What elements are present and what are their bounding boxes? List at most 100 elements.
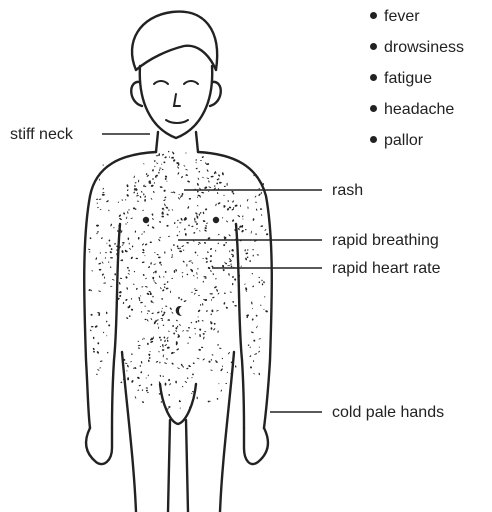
- rash-dot: [163, 209, 164, 210]
- rash-dot: [172, 325, 174, 327]
- rash-dot: [234, 204, 237, 207]
- rash-dot: [96, 233, 98, 235]
- rash-dot: [195, 290, 198, 291]
- rash-dot: [183, 165, 185, 167]
- rash-dot: [134, 271, 136, 273]
- rash-dot: [222, 358, 224, 360]
- rash-dot: [261, 192, 262, 195]
- rash-dot: [161, 319, 163, 321]
- rash-dot: [198, 295, 200, 297]
- rash-dot: [210, 313, 212, 315]
- rash-dot: [204, 229, 207, 232]
- rash-dot: [215, 250, 216, 252]
- rash-dot: [191, 291, 193, 293]
- rash-dot: [206, 310, 208, 312]
- rash-dot: [148, 359, 150, 362]
- rash-dot: [260, 208, 262, 210]
- rash-dot: [188, 261, 190, 263]
- rash-dot: [166, 358, 168, 360]
- rash-dot: [178, 297, 180, 300]
- rash-dot: [129, 248, 132, 250]
- rash-dot: [188, 224, 190, 226]
- symptom-item: fever: [370, 8, 464, 26]
- rash-dot: [205, 261, 208, 264]
- rash-dot: [120, 278, 123, 280]
- bullet-icon: [370, 74, 377, 81]
- rash-dot: [205, 299, 208, 301]
- body-outline: [84, 12, 272, 512]
- rash-dot: [205, 208, 208, 211]
- rash-dot: [175, 269, 177, 272]
- rash-dot: [249, 346, 251, 348]
- rash-dot: [224, 186, 226, 187]
- neck-left: [156, 132, 158, 152]
- rash-dot: [104, 276, 106, 279]
- rash-dot: [196, 396, 197, 399]
- rash-dot: [252, 249, 254, 251]
- rash-dot: [197, 316, 198, 317]
- right-eye: [184, 81, 198, 84]
- rash-dot: [194, 221, 197, 223]
- rash-dot: [253, 373, 255, 375]
- rash-dot: [171, 256, 173, 258]
- rash-dot: [174, 222, 176, 224]
- rash-dot: [134, 185, 136, 187]
- rash-dot: [229, 258, 232, 260]
- rash-dot: [197, 320, 199, 322]
- rash-dot: [220, 368, 223, 371]
- rash-dot: [164, 286, 166, 288]
- rash-dot: [181, 245, 184, 247]
- rash-dot: [226, 220, 228, 222]
- rash-dot: [223, 244, 225, 246]
- rash-dot: [201, 156, 204, 159]
- rash-dot: [207, 251, 209, 253]
- rash-dot: [136, 195, 139, 197]
- rash-dot: [226, 208, 229, 211]
- rash-dot: [154, 252, 156, 254]
- rash-dot: [110, 248, 112, 251]
- rash-dot: [192, 362, 194, 364]
- rash-dot: [245, 287, 248, 290]
- rash-dot: [146, 387, 148, 388]
- rash-dot: [158, 153, 160, 156]
- rash-dot: [168, 236, 170, 237]
- rash-dot: [160, 339, 162, 341]
- rash-dot: [263, 281, 265, 284]
- left-torso-side: [112, 224, 120, 428]
- rash-dot: [141, 191, 143, 193]
- rash-dot: [94, 325, 98, 328]
- symptom-label: pallor: [384, 132, 423, 149]
- rash-dot: [200, 160, 202, 161]
- symptom-item: fatigue: [370, 70, 464, 88]
- rash-dot: [171, 192, 174, 193]
- rash-dot: [255, 233, 257, 234]
- rash-dot: [153, 280, 155, 282]
- rash-dot: [161, 164, 162, 165]
- rapid-breathing-label: rapid breathing: [332, 232, 439, 250]
- rash-dot: [200, 304, 202, 306]
- rash-dot: [142, 252, 145, 253]
- rash-dot: [191, 226, 193, 228]
- rash-dot: [253, 339, 256, 342]
- rash-dot: [118, 214, 121, 217]
- rash-dot: [157, 323, 159, 325]
- rash-dot: [139, 299, 141, 301]
- rash-dot: [96, 225, 99, 227]
- rash-dot: [133, 283, 135, 285]
- rash-dot: [217, 202, 220, 205]
- rash-dot: [228, 234, 231, 236]
- rash-dot: [170, 290, 171, 293]
- rash-dot: [229, 250, 230, 252]
- rash-dot: [247, 206, 248, 209]
- rash-dot: [156, 254, 159, 256]
- rash-dot: [199, 334, 201, 337]
- rash-dot: [252, 308, 253, 309]
- rash-dot: [256, 208, 258, 211]
- rash-dot: [93, 351, 95, 353]
- rash-dot: [177, 326, 179, 328]
- rash-dot: [232, 219, 235, 222]
- rash-dot: [143, 231, 145, 233]
- rash-dot: [158, 351, 160, 352]
- rash-dot: [233, 207, 235, 209]
- rash-dot: [189, 198, 191, 200]
